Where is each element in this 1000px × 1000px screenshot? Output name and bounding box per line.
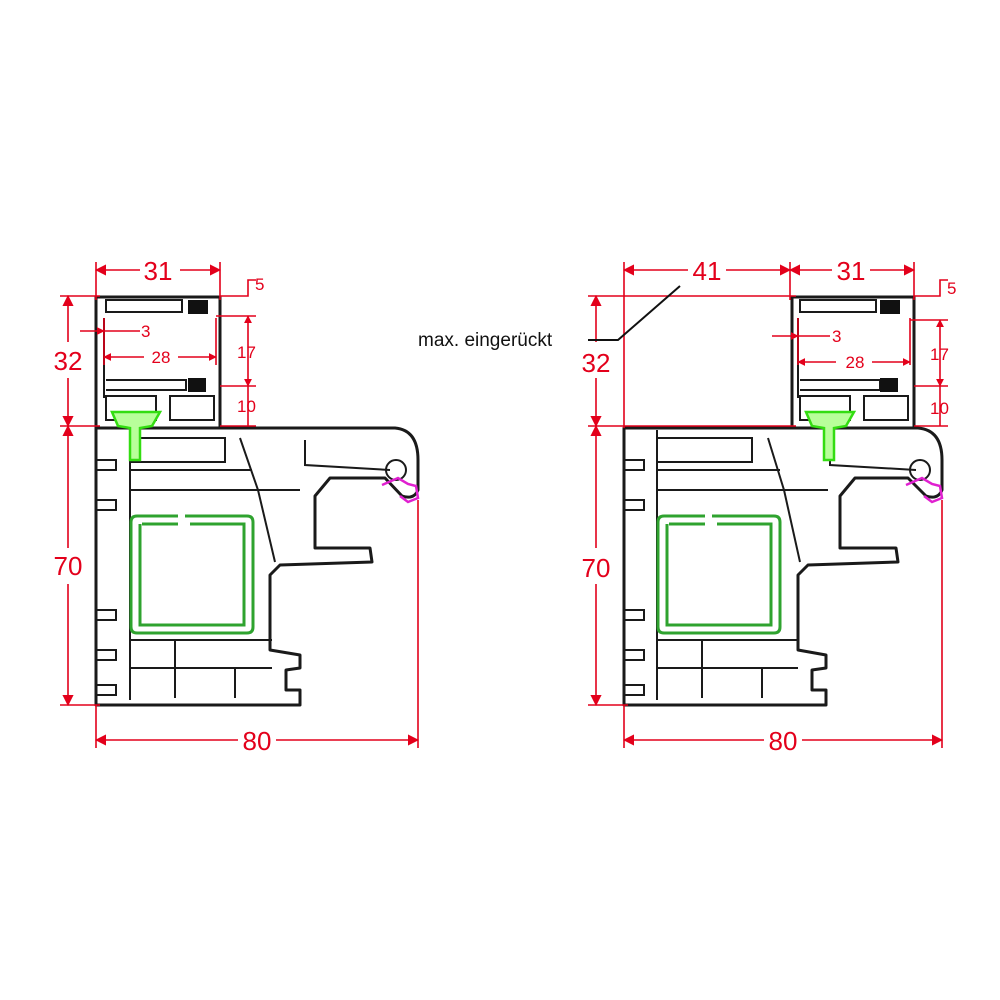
- dim-80-label: 80: [769, 726, 798, 756]
- dim-41-label: 41: [693, 256, 722, 286]
- dim-5-label: 5: [255, 275, 264, 294]
- dim-3-label: 3: [832, 327, 841, 346]
- dim-28-label: 28: [152, 348, 171, 367]
- section-left: 31 32 5 3 28 17 10 70 80: [54, 256, 420, 756]
- dim-70-label: 70: [54, 551, 83, 581]
- dim-32-label: 32: [54, 346, 83, 376]
- section-right: 41 31 32 5 3 28 17 10 70 80 max. eingerü…: [418, 256, 956, 756]
- dim-31-label: 31: [837, 256, 866, 286]
- dim-80-label: 80: [243, 726, 272, 756]
- dim-70-label: 70: [582, 553, 611, 583]
- dim-28-label: 28: [846, 353, 865, 372]
- dim-31-label: 31: [144, 256, 173, 286]
- dim-10-label: 10: [930, 399, 949, 418]
- frame-profile-right: [622, 295, 944, 707]
- dimensions-right: [588, 262, 948, 748]
- note-max-indented: max. eingerückt: [418, 330, 553, 351]
- dim-17-label: 17: [930, 345, 949, 364]
- frame-profile-left: [94, 295, 420, 707]
- dim-5-label: 5: [947, 279, 956, 298]
- dimensions-left: [60, 262, 420, 748]
- dim-32-label: 32: [582, 348, 611, 378]
- dim-17-label: 17: [237, 343, 256, 362]
- dim-3-label: 3: [141, 322, 150, 341]
- dim-10-label: 10: [237, 397, 256, 416]
